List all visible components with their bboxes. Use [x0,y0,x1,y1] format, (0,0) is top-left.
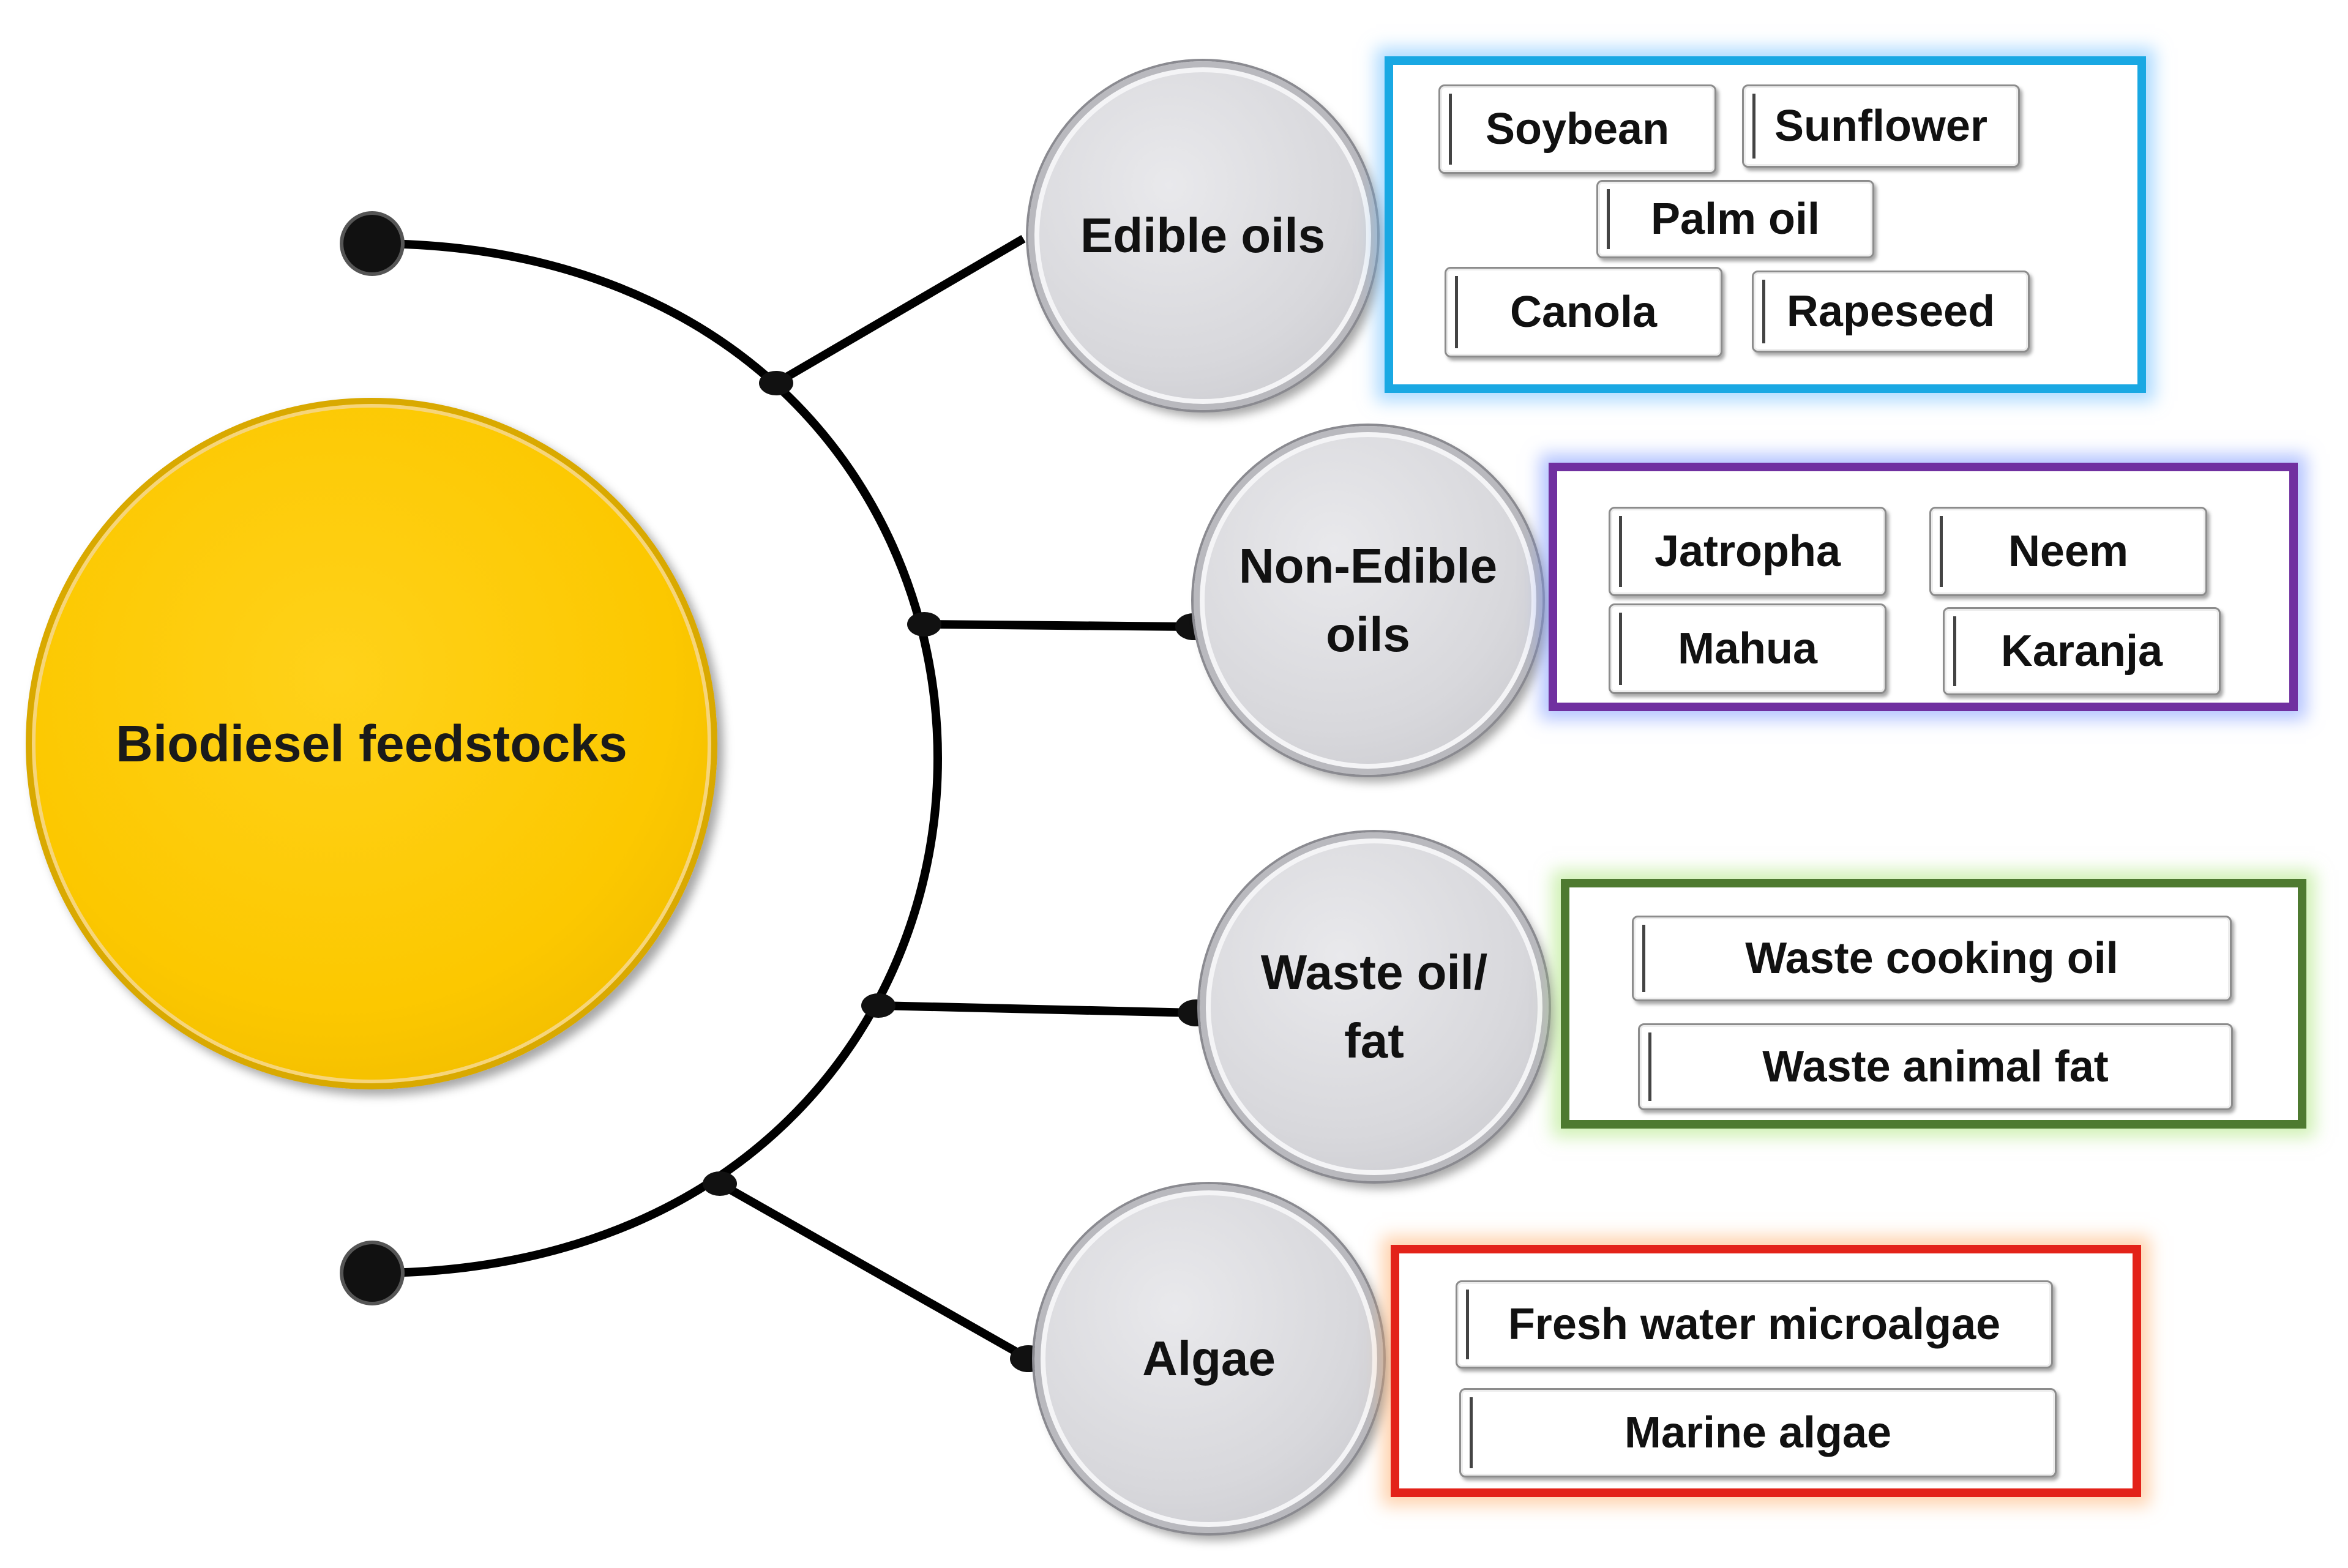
junction-algae [703,1171,737,1196]
connector-waste [878,1001,1197,1017]
item-soybean: Soybean [1438,84,1716,174]
category-label: Edible oils [1080,208,1326,263]
arc-end-bottom [340,1241,405,1305]
item-rapeseed: Rapeseed [1752,271,2030,353]
item-sunflower: Sunflower [1742,84,2020,168]
item-waste-cooking-oil: Waste cooking oil [1632,916,2232,1001]
category-label: Algae [1142,1331,1276,1386]
item-canola: Canola [1445,267,1722,357]
item-neem: Neem [1929,507,2207,596]
group-algae: Fresh water microalgae Marine algae [1391,1245,2141,1497]
connector-edible [774,234,1026,387]
connector-non-edible [924,620,1194,631]
main-arc [372,239,942,1277]
category-algae: Algae [1034,1184,1383,1533]
item-marine-algae: Marine algae [1459,1388,2057,1477]
item-palm-oil: Palm oil [1596,180,1874,258]
item-fresh-water-microalgae: Fresh water microalgae [1456,1280,2053,1368]
category-non-edible-oils: Non-Edible oils [1194,426,1542,775]
item-karanja: Karanja [1943,607,2221,695]
root-label: Biodiesel feedstocks [116,714,627,772]
item-jatropha: Jatropha [1609,507,1886,596]
junction-non-edible [907,612,941,637]
item-mahua: Mahua [1609,603,1886,694]
group-waste-oil-fat: Waste cooking oil Waste animal fat [1561,879,2306,1129]
group-edible-oils: Soybean Sunflower Palm oil Canola Rapese… [1385,56,2146,393]
category-label: Non-Edible oils [1238,539,1498,662]
group-non-edible-oils: Jatropha Neem Mahua Karanja [1549,463,2298,711]
junction-edible [759,371,793,395]
connector-algae [717,1179,1031,1363]
category-edible-oils: Edible oils [1028,61,1377,410]
item-waste-animal-fat: Waste animal fat [1638,1023,2233,1110]
root-node: Biodiesel feedstocks [26,398,717,1089]
category-label: Waste oil/ fat [1260,945,1488,1068]
category-waste-oil-fat: Waste oil/ fat [1200,832,1549,1181]
junction-waste [861,993,895,1018]
arc-end-top [340,211,405,276]
